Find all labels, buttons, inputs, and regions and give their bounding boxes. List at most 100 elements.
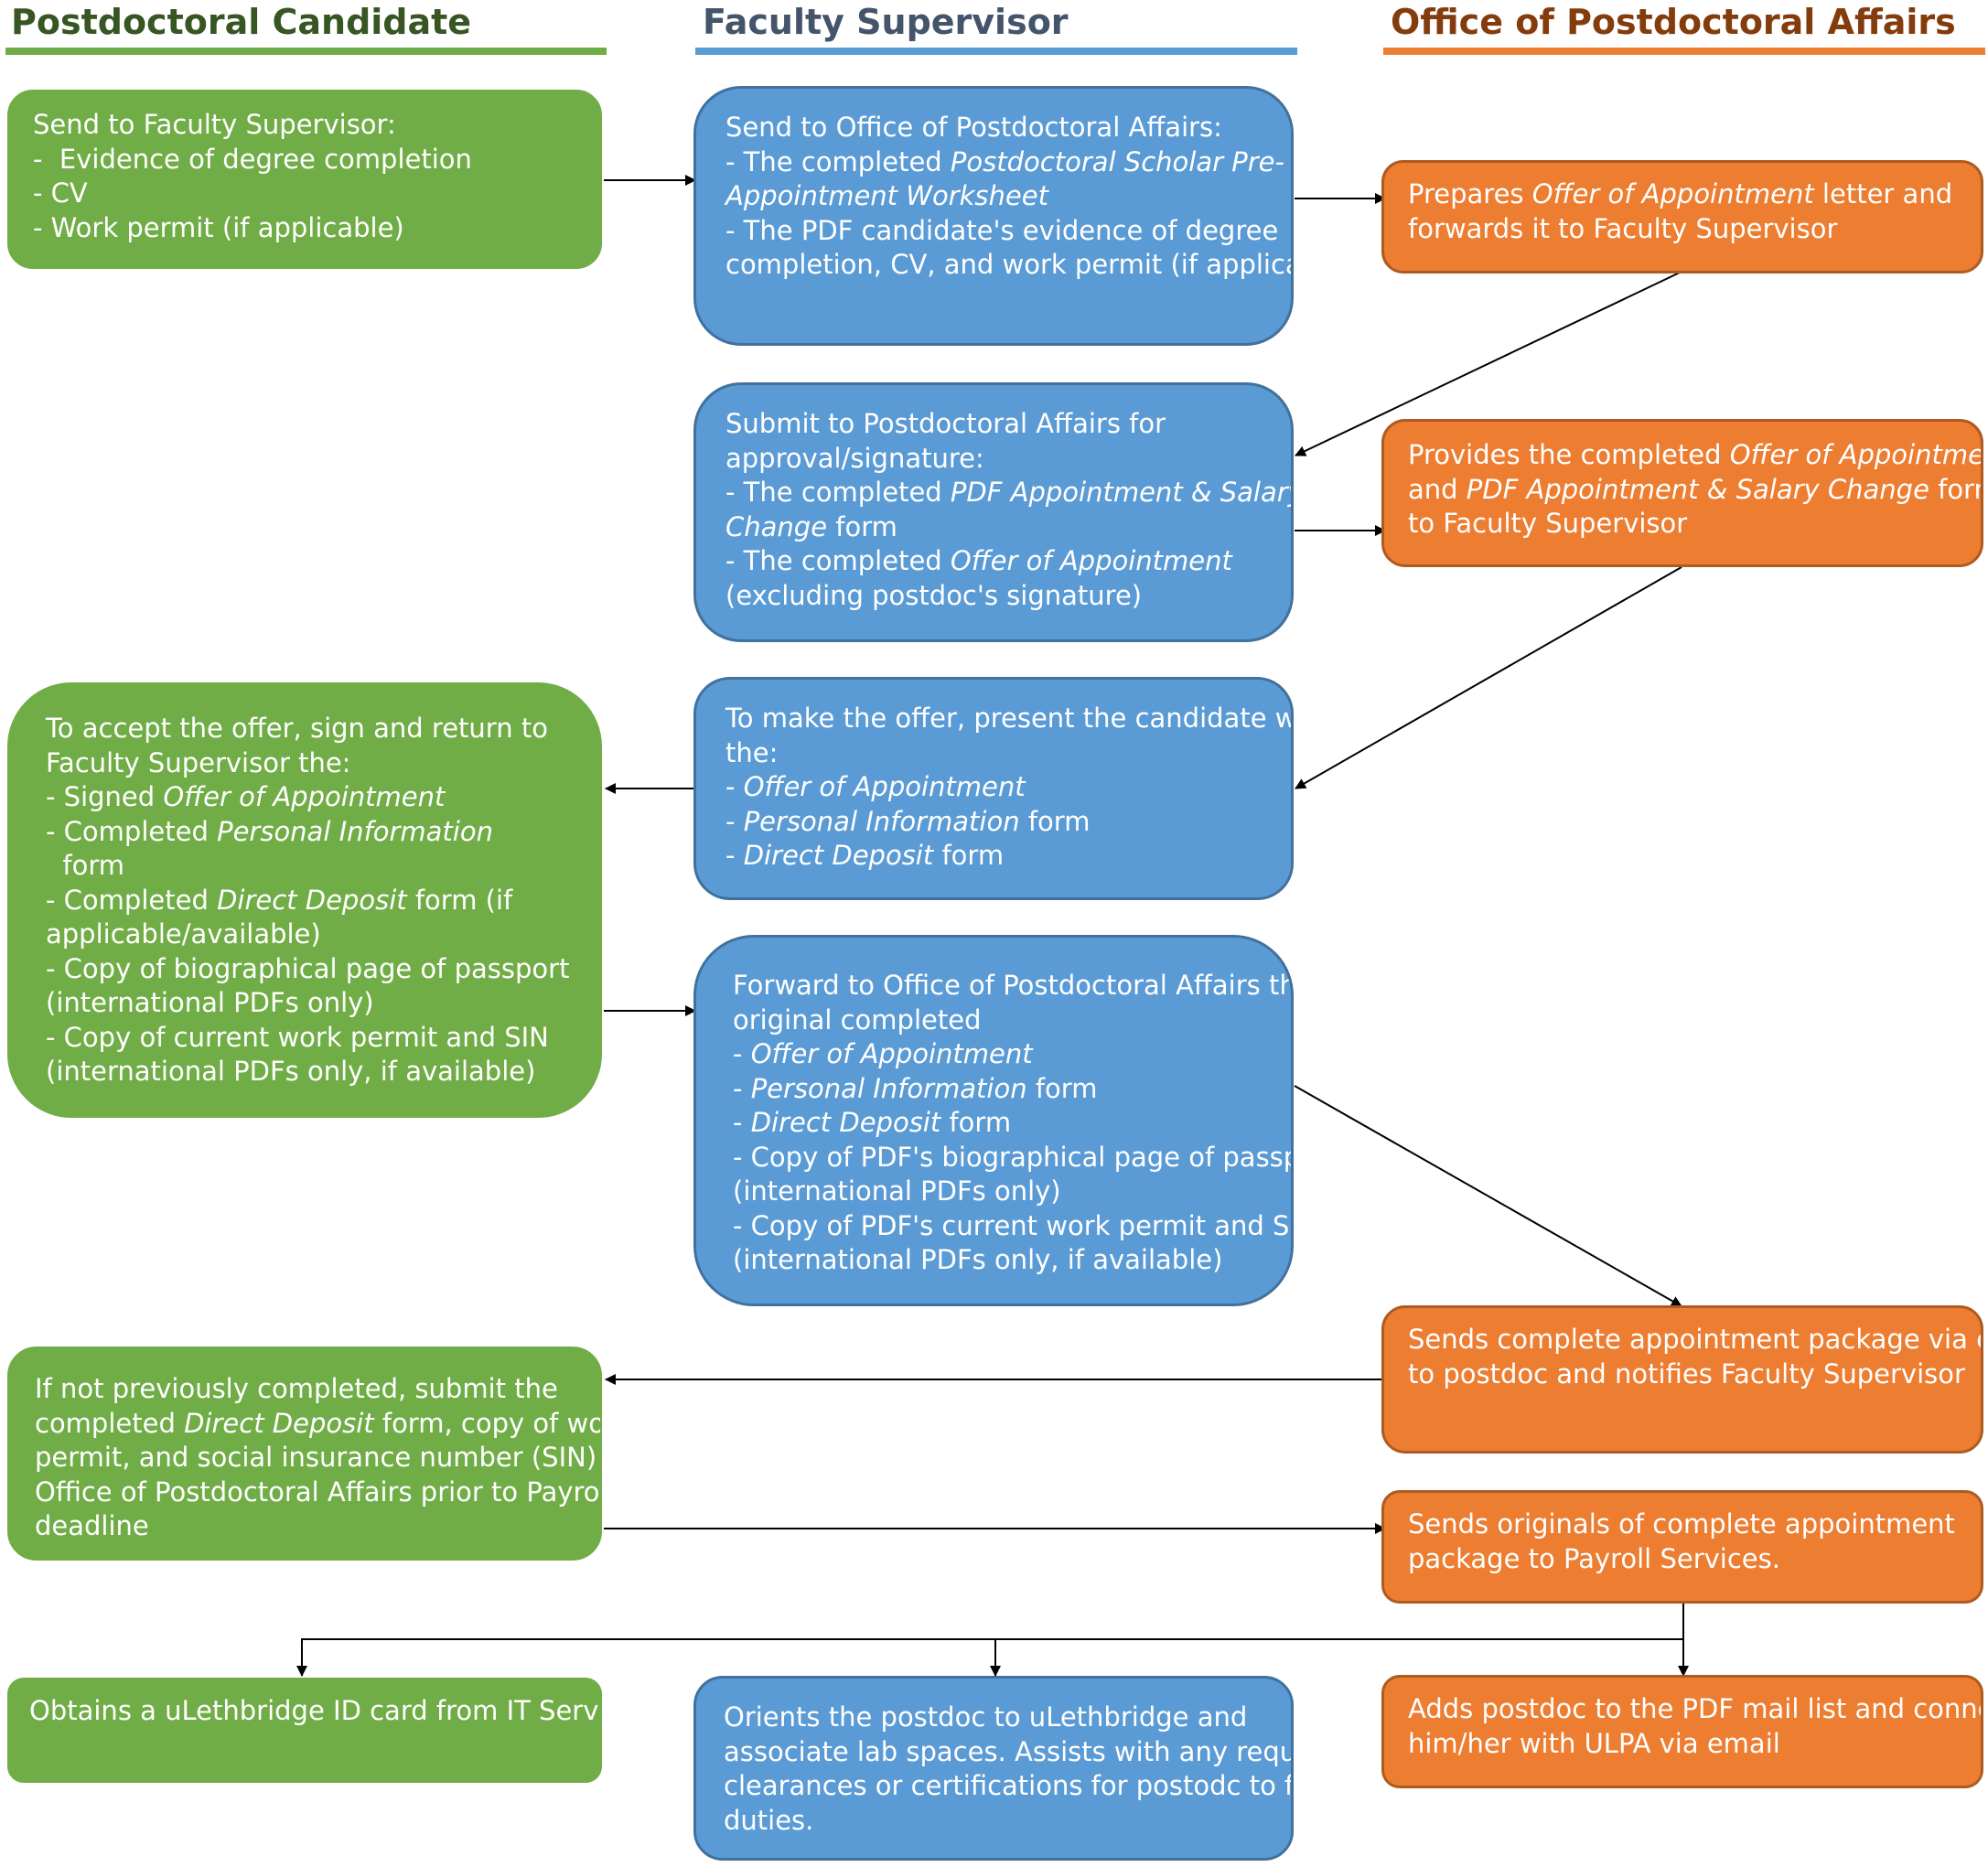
step-box-c1: Send to Faculty Supervisor:- Evidence of…	[7, 90, 602, 269]
step-text-italic: Offer of Appointment	[163, 781, 446, 812]
step-box-s3: To make the offer, present the candidate…	[693, 677, 1294, 900]
step-box-o3: Sends complete appointment package via e…	[1381, 1305, 1983, 1454]
lane-rule-supervisor	[695, 48, 1297, 55]
step-text-line: original completed	[733, 1003, 1273, 1038]
lane-title-candidate: Postdoctoral Candidate	[11, 2, 472, 42]
step-text: - The PDF candidate's evidence of degree	[725, 214, 1279, 246]
step-text-line: and PDF Appointment & Salary Change form	[1408, 473, 1981, 508]
step-text-line: Sends originals of complete appointment	[1408, 1508, 1962, 1542]
step-text: - Copy of PDF's current work permit and …	[733, 1209, 1294, 1241]
step-text-italic: Offer of Appointment	[950, 545, 1232, 576]
step-text-line: - Direct Deposit form	[733, 1106, 1273, 1141]
step-text-line: - The completed Offer of Appointment	[725, 544, 1273, 579]
step-text: - Completed	[46, 884, 218, 916]
step-text: Obtains a uLethbridge ID card from IT Se…	[29, 1695, 602, 1726]
step-text: form	[933, 840, 1005, 871]
step-text: form	[827, 510, 897, 542]
step-text-line: package to Payroll Services.	[1408, 1542, 1962, 1577]
step-text-line: Orients the postdoc to uLethbridge and	[724, 1701, 1273, 1735]
step-text: duties.	[724, 1804, 814, 1836]
step-text: Faculty Supervisor the:	[46, 746, 351, 778]
step-text: If not previously completed, submit the	[35, 1373, 558, 1404]
step-text-line: him/her with ULPA via email	[1408, 1727, 1962, 1762]
step-text: original completed	[733, 1003, 982, 1035]
step-text: Prepares	[1408, 178, 1532, 209]
step-text-line: - Personal Information form	[725, 805, 1273, 840]
step-text-line: - The completed PDF Appointment & Salary	[725, 476, 1291, 510]
step-text-line: to Faculty Supervisor	[1408, 507, 1962, 542]
lane-title-office: Office of Postdoctoral Affairs	[1391, 2, 1956, 42]
step-text-line: (international PDFs only)	[733, 1175, 1273, 1209]
step-text-line: - Copy of PDF's biographical page of pas…	[733, 1141, 1291, 1175]
step-text: - Work permit (if applicable)	[33, 211, 404, 243]
step-text: form	[46, 850, 125, 881]
step-text: -	[725, 840, 744, 871]
step-text: package to Payroll Services.	[1408, 1542, 1780, 1574]
step-text: - Evidence of degree completion	[33, 143, 472, 175]
step-text-line: - Evidence of degree completion	[33, 143, 576, 177]
step-text-line: To make the offer, present the candidate…	[725, 702, 1291, 736]
step-text: deadline	[35, 1510, 149, 1541]
step-text-line: deadline	[35, 1509, 576, 1544]
step-text-line: - Completed Personal Information	[46, 815, 567, 850]
step-text: to Faculty Supervisor	[1408, 508, 1688, 539]
step-text-line: completion, CV, and work permit (if appl…	[725, 248, 1291, 283]
step-text-line: - Work permit (if applicable)	[33, 211, 576, 246]
lane-title-supervisor: Faculty Supervisor	[703, 2, 1069, 42]
step-text: Adds postdoc to the PDF mail list and co…	[1408, 1693, 1983, 1724]
step-text: - Signed	[46, 781, 164, 812]
step-text: letter and	[1813, 178, 1953, 209]
step-text-line: permit, and social insurance number (SIN…	[35, 1441, 596, 1475]
step-text-line: - Offer of Appointment	[733, 1037, 1273, 1072]
lane-rule-candidate	[5, 48, 607, 55]
step-text-italic: Direct Deposit	[217, 884, 407, 916]
step-text-line: - Offer of Appointment	[725, 770, 1273, 805]
step-text-italic: PDF Appointment & Salary	[950, 477, 1294, 508]
connector-o2-s3	[1295, 566, 1682, 789]
step-text-line: Submit to Postdoctoral Affairs for	[725, 407, 1273, 442]
step-text: -	[733, 1038, 751, 1069]
step-text: completed	[35, 1407, 185, 1439]
step-text: - Copy of current work permit and SIN	[46, 1021, 549, 1053]
step-text-line: - Personal Information form	[733, 1072, 1273, 1107]
step-text: Send to Faculty Supervisor:	[33, 109, 396, 140]
step-text-italic: Direct Deposit	[743, 840, 934, 871]
connector-o4-c4	[296, 1603, 1684, 1677]
connector-s4-o3	[1294, 1085, 1682, 1307]
step-text: -	[733, 1072, 751, 1104]
step-text: Sends complete appointment package via e…	[1408, 1324, 1981, 1355]
step-text-line: duties.	[724, 1804, 1273, 1839]
step-text: (international PDFs only, if available)	[733, 1244, 1223, 1275]
step-text-line: Appointment Worksheet	[725, 179, 1273, 214]
step-text: form	[1938, 473, 1981, 505]
step-text: associate lab spaces. Assists with any r…	[724, 1735, 1294, 1767]
step-text: Forward to Office of Postdoctoral Affair…	[733, 970, 1294, 1001]
step-text: Submit to Postdoctoral Affairs for	[725, 408, 1166, 439]
step-text-italic: Change	[725, 510, 828, 542]
step-text-line: (international PDFs only)	[46, 986, 567, 1021]
step-text: form	[1019, 805, 1091, 837]
step-text-line: Faculty Supervisor the:	[46, 746, 567, 781]
step-text-line: Forward to Office of Postdoctoral Affair…	[733, 969, 1291, 1003]
step-text: to postdoc and notifies Faculty Supervis…	[1408, 1357, 1965, 1390]
step-text: the:	[725, 736, 779, 768]
step-box-s1: Send to Office of Postdoctoral Affairs:-…	[693, 86, 1294, 346]
step-text-line: - Completed Direct Deposit form (if	[46, 884, 567, 918]
step-text-line: To accept the offer, sign and return to	[46, 712, 567, 746]
step-text: Sends originals of complete appointment	[1408, 1508, 1955, 1540]
step-text: - Copy of PDF's biographical page of pas…	[733, 1141, 1294, 1173]
step-text-line: - Copy of biographical page of passport	[46, 952, 570, 987]
step-text-line: forwards it to Faculty Supervisor	[1408, 212, 1962, 247]
step-text: - Copy of biographical page of passport	[46, 952, 570, 984]
connector-o1-s2	[1295, 271, 1682, 456]
step-text-line: If not previously completed, submit the	[35, 1372, 576, 1407]
step-text-line: - Copy of PDF's current work permit and …	[733, 1209, 1291, 1244]
step-text-line: - Direct Deposit form	[725, 839, 1273, 874]
step-text-italic: Direct Deposit	[184, 1407, 374, 1439]
step-text-italic: Personal Information	[217, 815, 493, 847]
step-text: forwards it to Faculty Supervisor	[1408, 212, 1838, 244]
